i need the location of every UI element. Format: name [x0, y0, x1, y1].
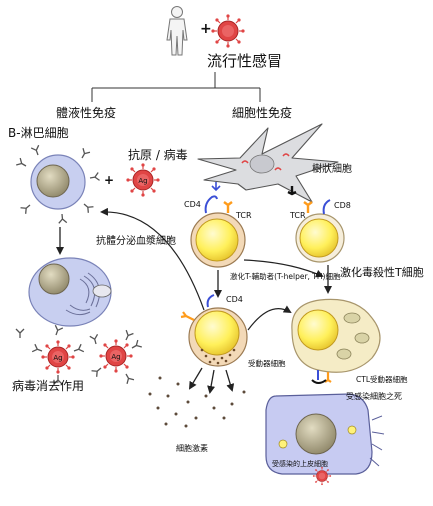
- tcr-left-label: TCR: [235, 211, 252, 220]
- plasma-cell-label: 抗體分泌血漿細胞: [96, 234, 176, 247]
- arrow-th-to-ctl: [243, 259, 324, 278]
- antigen-label: 抗原 / 病毒: [128, 147, 188, 162]
- neutralized-virus-right: Ag: [90, 338, 143, 385]
- arrow-effector-to-ctl-effector: [247, 305, 292, 331]
- arrow-effector-to-b-cell: [100, 207, 205, 311]
- ctl-effector-label: CTL受動器細胞: [356, 374, 408, 384]
- human-figure-icon: [166, 6, 188, 56]
- cytotoxic-t-cell: [295, 199, 345, 263]
- cd4-label: CD4: [184, 200, 201, 209]
- effector-cell-label: 受動器細胞: [248, 358, 286, 368]
- humoral-branch-label: 體液性免疫: [56, 105, 116, 120]
- plus-sign-left: +: [104, 173, 114, 187]
- influenza-virus-icon: [210, 13, 246, 49]
- cytokine-release-arrows: [188, 367, 235, 394]
- neutralized-virus-left: Ag: [31, 339, 85, 385]
- svg-text:Ag: Ag: [138, 177, 147, 185]
- branch-lines: [91, 72, 261, 102]
- b-lymphocyte-cell: [15, 144, 101, 224]
- dendritic-cell: [197, 123, 339, 203]
- th-cell-label: 激化T-輔助者(T-helper, TH)細胞: [230, 271, 341, 281]
- ctl-label: 激化毒殺性T細胞: [340, 265, 424, 279]
- svg-text:Ag: Ag: [53, 354, 62, 362]
- b-cell-label: B-淋巴細胞: [8, 126, 69, 140]
- title-label: 流行性感冒: [207, 52, 282, 70]
- antigen-virus-icon: Ag: [125, 162, 161, 198]
- t-helper-cell: [190, 195, 246, 268]
- svg-text:Ag: Ag: [111, 353, 120, 361]
- infected-epithelial-label: 受感染的上皮細胞: [272, 459, 328, 468]
- infected-epithelial-cell: [265, 393, 385, 486]
- virus-removal-label: 病毒消去作用: [12, 378, 84, 393]
- effector-t-helper-cell: [180, 294, 248, 367]
- tcr-right-label: TCR: [289, 211, 306, 220]
- dendritic-cell-label: 樹狀細胞: [312, 162, 352, 175]
- cytokine-label: 細胞激素: [176, 443, 208, 453]
- plus-sign-top: +: [200, 21, 212, 37]
- cytokine-particles: [148, 376, 246, 428]
- ctl-effector-cell: [291, 298, 381, 384]
- cd8-label: CD8: [334, 201, 351, 210]
- plasma-cell: [28, 257, 112, 327]
- cd4-b-label: CD4: [226, 295, 243, 304]
- infected-death-label: 受感染細胞之死: [346, 391, 402, 401]
- cellular-branch-label: 細胞性免疫: [232, 105, 292, 120]
